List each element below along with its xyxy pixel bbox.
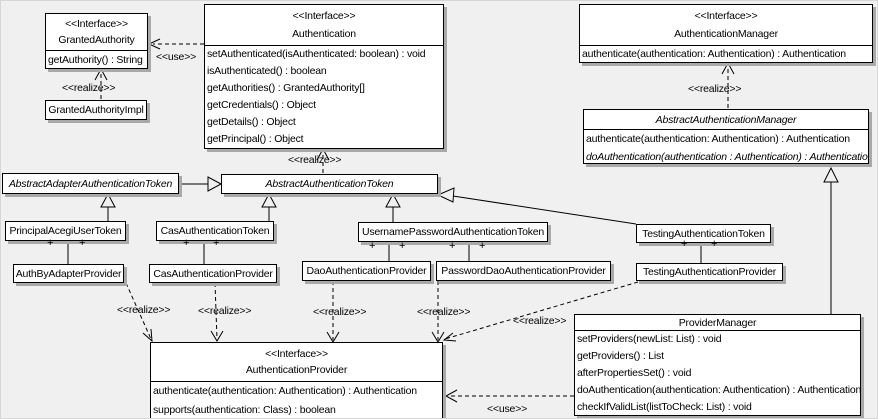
class-provider-manager[interactable]: ProviderManager setProviders(newList: Li…	[574, 314, 861, 416]
generalization-testing-token-to-abstract-token	[436, 187, 637, 225]
class-name: DaoAuthenticationProvider	[306, 265, 427, 277]
realize-label: <<realize>>	[117, 304, 171, 316]
class-password-dao-authentication-provider[interactable]: PasswordDaoAuthenticationProvider	[436, 261, 611, 281]
class-name: ProviderManager	[678, 316, 757, 329]
method-label: setAuthenticated(isAuthenticated: boolea…	[207, 48, 426, 60]
realize-label: <<realize>>	[513, 315, 567, 327]
class-name: AbstractAdapterAuthenticationToken	[8, 177, 173, 190]
class-name: TestingAuthenticationToken	[642, 227, 765, 240]
class-name: TestingAuthenticationProvider	[642, 266, 777, 278]
plus-marker: +	[449, 240, 456, 252]
class-abstract-authentication-token[interactable]: AbstractAuthenticationToken	[221, 174, 438, 194]
generalization-principal-to-adapter	[100, 192, 116, 221]
method-label: authenticate(authentication: Authenticat…	[582, 48, 846, 60]
class-name: GrantedAuthorityImpl	[48, 104, 144, 116]
method-label: authenticate(authentication: Authenticat…	[153, 385, 417, 397]
realize-cas-provider	[214, 282, 218, 340]
class-authentication-provider[interactable]: <<Interface>> AuthenticationProvider aut…	[150, 342, 443, 418]
realize-label: <<realize>>	[198, 305, 252, 317]
plus-marker: +	[399, 240, 406, 252]
generalization-adapter-to-abstract-token	[179, 176, 223, 192]
class-name: CasAuthenticationProvider	[153, 267, 273, 280]
stereotype-label: <<Interface>>	[65, 18, 128, 30]
plus-marker: +	[213, 237, 220, 249]
method-label: doAuthentication(authentication : Authen…	[586, 151, 868, 163]
method-label: afterPropertiesSet() : void	[577, 367, 692, 379]
class-name: AbstractAuthenticationManager	[655, 113, 797, 126]
class-testing-authentication-token[interactable]: TestingAuthenticationToken	[636, 224, 771, 243]
plus-marker: +	[681, 238, 688, 250]
class-name: UsernamePasswordAuthenticationToken	[361, 226, 545, 238]
method-label: doAuthentication(authentication: Authent…	[577, 384, 860, 396]
stereotype-label: <<Interface>>	[292, 10, 356, 23]
class-granted-authority-impl[interactable]: GrantedAuthorityImpl	[45, 100, 147, 120]
method-label: supports(authentication: Class) : boolea…	[153, 404, 336, 416]
method-label: getDetails() : Object	[207, 116, 296, 128]
class-name: AuthenticationProvider	[245, 364, 348, 377]
class-dao-authentication-provider[interactable]: DaoAuthenticationProvider	[302, 261, 431, 281]
plus-marker: +	[47, 237, 54, 249]
method-label: getProviders() : List	[577, 350, 664, 362]
class-cas-authentication-provider[interactable]: CasAuthenticationProvider	[149, 264, 277, 283]
use-label: <<use>>	[156, 51, 197, 63]
generalization-provider-manager-to-abstract-manager	[823, 166, 839, 314]
method-label: authenticate(authentication: Authenticat…	[586, 133, 850, 145]
class-abstract-adapter-authentication-token[interactable]: AbstractAdapterAuthenticationToken	[2, 173, 179, 194]
class-authentication-manager[interactable]: <<Interface>> AuthenticationManager auth…	[579, 4, 873, 63]
realize-label: <<realize>>	[62, 82, 116, 94]
method-label: checkIfValidList(listToCheck: List) : vo…	[577, 401, 752, 413]
class-cas-authentication-token[interactable]: CasAuthenticationToken	[156, 221, 274, 241]
class-name: CasAuthenticationToken	[160, 225, 270, 237]
plus-marker: +	[183, 237, 190, 249]
open-arrowheads	[94, 38, 735, 403]
use-label: <<use>>	[487, 403, 528, 415]
method-label: getAuthority() : String	[48, 54, 143, 66]
class-name: AbstractAuthenticationToken	[265, 178, 394, 190]
realize-label: <<realize>>	[288, 154, 342, 166]
class-auth-by-adapter-provider[interactable]: AuthByAdapterProvider	[13, 264, 124, 283]
class-name: AuthenticationManager	[674, 27, 778, 40]
class-abstract-authentication-manager[interactable]: AbstractAuthenticationManager authentica…	[583, 109, 869, 164]
generalization-cas-token-to-abstract-token	[261, 192, 277, 221]
realize-label: <<realize>>	[313, 306, 367, 318]
method-label: setProviders(newList: List) : void	[577, 333, 722, 345]
plus-marker: +	[369, 240, 376, 252]
class-authentication[interactable]: <<Interface>> Authentication setAuthenti…	[204, 4, 444, 149]
plus-marker: +	[79, 237, 86, 249]
plus-marker: +	[711, 238, 718, 250]
class-name: Authentication	[292, 27, 356, 40]
class-name: PrincipalAcegiUserToken	[9, 225, 122, 237]
method-label: getAuthorities() : GrantedAuthority[]	[207, 82, 365, 94]
plus-marker: +	[479, 240, 486, 252]
class-testing-authentication-provider[interactable]: TestingAuthenticationProvider	[636, 263, 783, 281]
realize-authbyadapter-provider	[125, 282, 152, 340]
generalization-userpass-token-to-abstract-token	[385, 192, 401, 222]
class-name: PasswordDaoAuthenticationProvider	[441, 265, 606, 277]
realize-testing-provider	[444, 281, 639, 340]
realize-label: <<realize>>	[688, 83, 742, 95]
method-label: getPrincipal() : Object	[207, 133, 304, 145]
method-label: getCredentials() : Object	[207, 99, 316, 111]
class-username-password-authentication-token[interactable]: UsernamePasswordAuthenticationToken	[358, 222, 548, 242]
class-principal-acegi-user-token[interactable]: PrincipalAcegiUserToken	[5, 221, 126, 241]
class-name: AuthByAdapterProvider	[15, 267, 122, 280]
stereotype-label: <<Interface>>	[265, 347, 328, 360]
stereotype-label: <<Interface>>	[694, 10, 758, 23]
method-label: isAuthenticated() : boolean	[207, 65, 327, 77]
class-name: GrantedAuthority	[58, 34, 135, 46]
class-granted-authority[interactable]: <<Interface>> GrantedAuthority getAuthor…	[45, 13, 148, 69]
realize-label: <<realize>>	[417, 306, 471, 318]
